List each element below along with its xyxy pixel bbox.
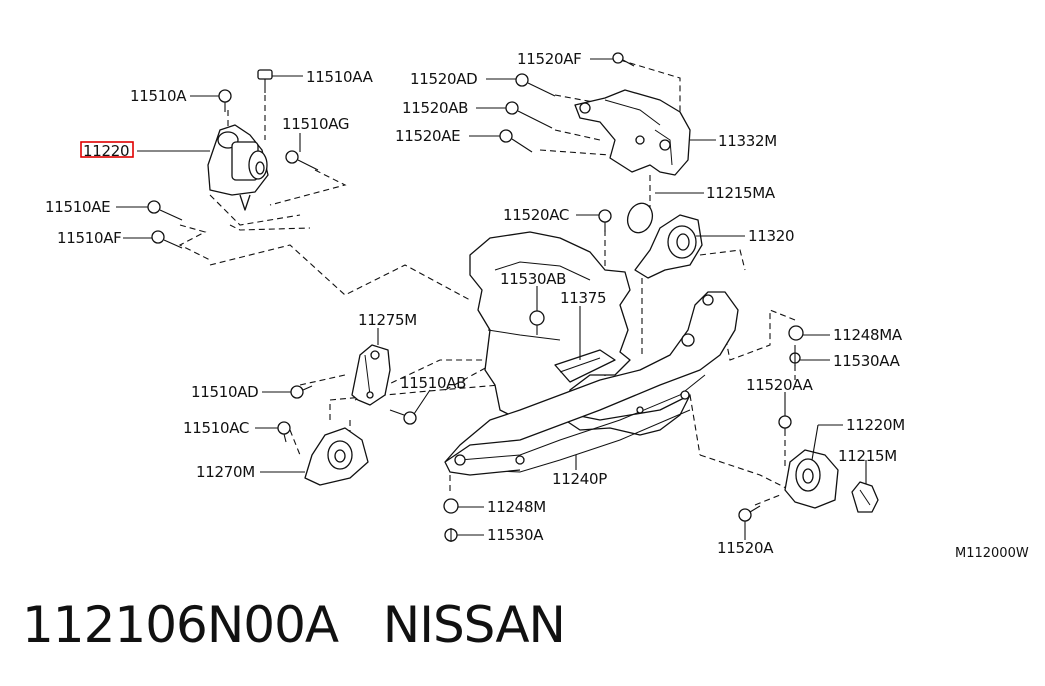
engine-mount-11320 — [634, 214, 703, 279]
front-crossmember — [444, 291, 739, 476]
label-11510AE: 11510AE — [45, 198, 110, 216]
label-11520AA: 11520AA — [746, 376, 814, 394]
highlight-box-11220 — [80, 141, 134, 158]
bracket-11275M — [351, 344, 391, 406]
engine-mount-11270M — [304, 427, 369, 486]
label-11510AG: 11510AG — [282, 115, 349, 133]
label-11220: 11220 — [83, 142, 129, 160]
label-11275M: 11275M — [358, 311, 417, 329]
label-11520AC: 11520AC — [503, 206, 569, 224]
caption-brand: NISSAN — [382, 596, 566, 654]
label-11248M: 11248M — [487, 498, 546, 516]
label-11520AD: 11520AD — [410, 70, 477, 88]
label-11510AA: 11510AA — [306, 68, 374, 86]
caption-spacer — [338, 596, 383, 654]
leader-lines — [116, 58, 867, 540]
diagram-code: M112000W — [955, 546, 1029, 561]
label-11510A: 11510A — [130, 87, 187, 105]
label-11510AB: 11510AB — [400, 374, 466, 392]
label-11510AC: 11510AC — [183, 419, 249, 437]
label-11320: 11320 — [748, 227, 794, 245]
label-11375: 11375 — [560, 289, 606, 307]
label-11520AB: 11520AB — [402, 99, 468, 117]
heat-shield-11375 — [554, 349, 616, 383]
part-labels: 11510AA 11510A 11510AG 11220 11510AE 115… — [45, 50, 1029, 561]
caption-part-number: 112106N00A — [22, 596, 339, 654]
label-11510AF: 11510AF — [57, 229, 122, 247]
label-11530AB: 11530AB — [500, 270, 566, 288]
label-11248MA: 11248MA — [833, 326, 903, 344]
label-11215M: 11215M — [838, 447, 897, 465]
engine-mount-bracket-11332M — [574, 89, 691, 176]
washer-11215MA — [626, 202, 654, 234]
part-caption: 112106N00A NISSAN — [22, 596, 566, 654]
engine-mount-11220 — [207, 124, 269, 211]
label-11510AD: 11510AD — [191, 383, 258, 401]
label-11332M: 11332M — [718, 132, 777, 150]
label-11520AF: 11520AF — [517, 50, 582, 68]
label-11215MA: 11215MA — [706, 184, 776, 202]
label-11530AA: 11530AA — [833, 352, 901, 370]
label-11530A: 11530A — [487, 526, 544, 544]
label-11270M: 11270M — [196, 463, 255, 481]
label-11220M: 11220M — [846, 416, 905, 434]
stopper-11215M — [851, 481, 879, 513]
label-11520A: 11520A — [717, 539, 774, 557]
label-11520AE: 11520AE — [395, 127, 460, 145]
engine-mount-11220M — [784, 449, 839, 509]
label-11240P: 11240P — [552, 470, 607, 488]
